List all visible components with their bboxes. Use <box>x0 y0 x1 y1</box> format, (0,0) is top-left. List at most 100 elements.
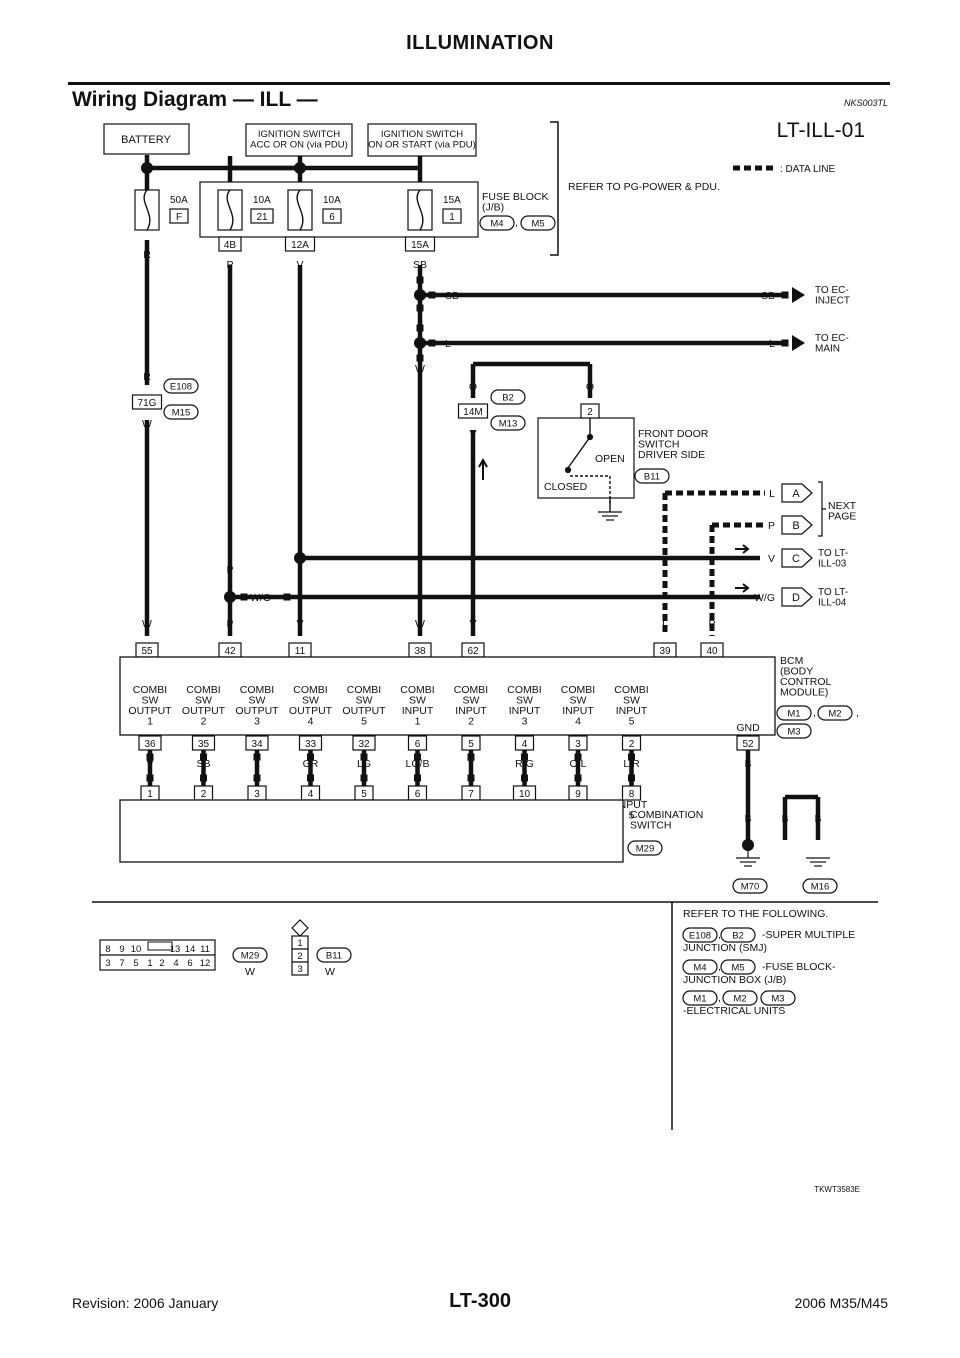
wire-label-l-vert: L <box>417 313 423 325</box>
connector-b2 <box>490 389 526 405</box>
m29-color: W <box>245 966 255 978</box>
arrow-ec-main-icon <box>792 335 805 351</box>
connector-m4-label: M4 <box>490 219 503 230</box>
arrow-d-icon <box>735 583 750 593</box>
wire-label-v-door: V <box>469 428 476 440</box>
bcm-wire-color-3: W <box>415 618 425 630</box>
b11-pin-2: 3 <box>297 964 302 975</box>
bcm-terminal-6-label: 40 <box>706 646 718 657</box>
fuse-number-3 <box>442 208 462 224</box>
b11-pin-0: 1 <box>297 938 302 949</box>
figure-code: TKWT3583E <box>814 1185 860 1194</box>
connector-marker <box>428 291 436 299</box>
combi-sw-label-3: SW <box>302 695 319 707</box>
combi-sw-label-8: COMBI <box>561 684 595 696</box>
combi-sw-label-4: 5 <box>361 716 367 728</box>
connector-m29-label: M29 <box>636 844 654 855</box>
fuse-terminal-1 <box>218 236 242 252</box>
comma: , <box>718 992 721 1004</box>
ign-start-box <box>367 123 477 157</box>
footer-revision: Revision: 2006 January <box>72 1295 219 1311</box>
connector-marker <box>628 774 635 782</box>
connector-marker <box>253 774 261 782</box>
page-connector-d <box>781 587 813 607</box>
connector-m1 <box>776 705 812 721</box>
combi-sw-pin-label-9: INPUT <box>616 799 648 811</box>
door-switch-name: FRONT DOOR <box>638 428 709 440</box>
gnd-terminal <box>736 735 760 751</box>
connector-marker <box>146 753 154 761</box>
connector-m4 <box>479 215 515 231</box>
splice-p <box>224 591 236 603</box>
wire-label-r: R <box>143 371 151 383</box>
fuse-block-label: FUSE BLOCK <box>482 191 549 203</box>
refer-smj-2: JUNCTION (SMJ) <box>683 942 767 954</box>
combi-sw-terminal-4-label: 5 <box>361 789 367 800</box>
combi-sw-label-0: 1 <box>147 716 153 728</box>
ign-acc-box <box>245 123 353 157</box>
combi-sw-label-6: 2 <box>468 716 474 728</box>
bcm-wire-color-2: V <box>296 618 303 630</box>
terminal-14m <box>457 403 489 419</box>
wire-label-o: O <box>469 381 477 393</box>
fuse-number-2 <box>322 208 342 224</box>
refer-m4 <box>682 959 718 975</box>
splice-l <box>414 337 426 349</box>
door-switch-blade <box>567 436 591 469</box>
door-switch-name: DRIVER SIDE <box>638 449 705 461</box>
fuse-terminal-3-label: 15A <box>411 240 429 251</box>
combi-sw-label-2: SW <box>249 695 266 707</box>
m29-pin-bottom-2: 5 <box>133 958 138 969</box>
gnd-wire-b: B <box>744 813 751 825</box>
wire-label-l: L <box>445 338 451 350</box>
bcm-wire-color-0: W <box>142 618 152 630</box>
connector-b11 <box>634 468 670 484</box>
connector-marker <box>253 753 261 761</box>
refer-smj: -SUPER MULTIPLE <box>762 929 855 941</box>
connector-b11-face <box>316 947 352 963</box>
connector-marker <box>781 339 789 347</box>
arrow-up-icon <box>478 457 488 480</box>
connector-marker <box>467 753 475 761</box>
connector-marker <box>414 774 421 782</box>
fuse-number-2-label: 6 <box>329 212 335 223</box>
combi-bcm-terminal-9-label: 2 <box>629 739 635 750</box>
fuse-icon-2-element <box>296 189 304 231</box>
fuse-terminal-3 <box>404 236 436 252</box>
combi-sw-label-2: OUTPUT <box>235 705 279 717</box>
m29-pin-bottom-4: 2 <box>159 958 164 969</box>
combi-sw-label-4: SW <box>356 695 373 707</box>
b11-pin-1: 2 <box>297 951 302 962</box>
door-switch-terminal-label: 2 <box>587 407 593 418</box>
m29-pin-bottom-0: 3 <box>105 958 110 969</box>
next-page-bracket <box>818 481 826 537</box>
combi-sw-terminal-7-label: 10 <box>519 789 531 800</box>
gnd-terminal-label: 52 <box>742 739 754 750</box>
to-lt-ill-03: ILL-03 <box>818 559 847 570</box>
connector-m16 <box>802 878 838 894</box>
next-page-label: PAGE <box>828 511 856 523</box>
to-lt-ill-03: TO LT- <box>818 548 848 559</box>
page-connector-b <box>781 515 813 535</box>
fuse-number-0 <box>169 208 189 224</box>
combi-sw-label-5: SW <box>409 695 426 707</box>
refer-bracket <box>550 121 559 256</box>
door-switch-open: OPEN <box>595 453 625 465</box>
combi-sw-label-6: SW <box>463 695 480 707</box>
combi-sw-label-9: 5 <box>629 716 635 728</box>
connector-marker <box>360 753 368 761</box>
fuse-number-0-label: F <box>176 212 182 223</box>
refer-eu: -ELECTRICAL UNITS <box>683 1005 785 1017</box>
wire-label-wg-left: W/G <box>250 592 271 604</box>
connector-marker <box>416 276 424 284</box>
connector-marker <box>416 304 424 312</box>
refer-title: REFER TO THE FOLLOWING. <box>683 908 828 920</box>
combi-sw-label-8: INPUT <box>562 705 594 717</box>
terminal-14m-label: 14M <box>463 407 482 418</box>
combination-switch-name: SWITCH <box>630 820 671 832</box>
bcm-terminal-4-label: 62 <box>467 646 479 657</box>
next-page-label: NEXT <box>828 500 857 512</box>
connector-b11-face-label: B11 <box>326 951 342 962</box>
connector-m2 <box>817 705 853 721</box>
